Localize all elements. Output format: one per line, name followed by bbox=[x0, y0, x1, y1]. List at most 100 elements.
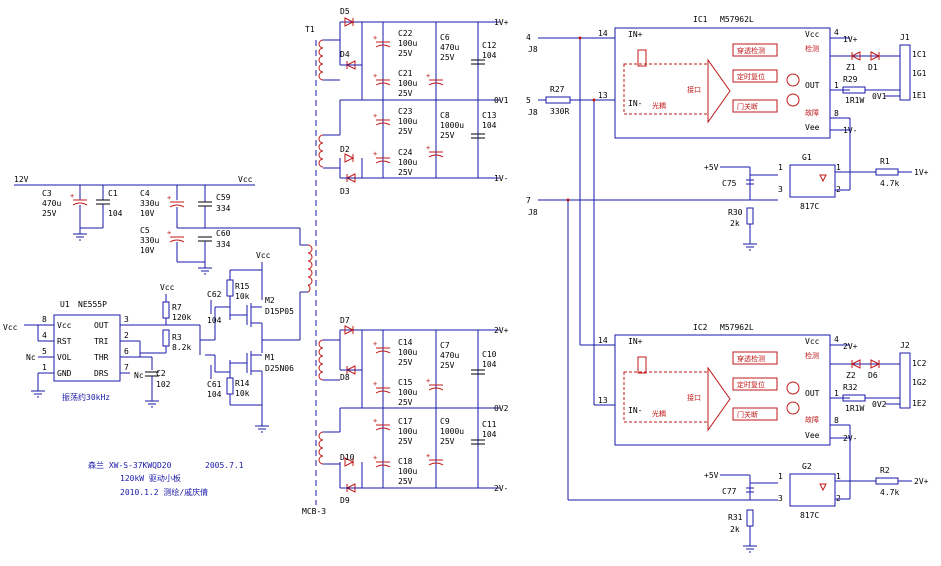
svg-text:R3: R3 bbox=[172, 333, 182, 342]
svg-text:1: 1 bbox=[834, 389, 839, 398]
svg-text:10V: 10V bbox=[140, 246, 155, 255]
u1-ref: U1 bbox=[60, 300, 70, 309]
svg-text:10V: 10V bbox=[140, 209, 155, 218]
gate-network-2: Z2 D6 R32 1R1W 0V2 J2 1C2 1G2 1E2 bbox=[830, 341, 927, 413]
svg-text:C59: C59 bbox=[216, 193, 231, 202]
svg-text:C22: C22 bbox=[398, 29, 413, 38]
svg-text:DRS: DRS bbox=[94, 369, 109, 378]
svg-text:C2: C2 bbox=[156, 369, 166, 378]
svg-text:J8: J8 bbox=[528, 45, 538, 54]
svg-text:1R1W: 1R1W bbox=[845, 404, 864, 413]
svg-text:C15: C15 bbox=[398, 378, 413, 387]
ground-symbol bbox=[144, 394, 160, 408]
svg-text:817C: 817C bbox=[800, 202, 819, 211]
svg-text:1000u: 1000u bbox=[440, 427, 464, 436]
resistor-r3: R3 8.2k bbox=[140, 329, 191, 354]
svg-text:D10: D10 bbox=[340, 453, 355, 462]
svg-text:IN-: IN- bbox=[628, 406, 642, 415]
svg-text:2: 2 bbox=[124, 331, 129, 340]
svg-text:G1: G1 bbox=[802, 153, 812, 162]
svg-text:C1: C1 bbox=[108, 189, 118, 198]
svg-text:104: 104 bbox=[482, 51, 497, 60]
svg-text:8: 8 bbox=[42, 315, 47, 324]
svg-text:D9: D9 bbox=[340, 496, 350, 505]
svg-text:C24: C24 bbox=[398, 148, 413, 157]
svg-text:120k: 120k bbox=[172, 313, 191, 322]
svg-text:D7: D7 bbox=[340, 316, 350, 325]
svg-text:IN-: IN- bbox=[628, 99, 642, 108]
rail-vcc: Vcc bbox=[238, 175, 253, 184]
svg-text:D6: D6 bbox=[868, 371, 878, 380]
capacitor-c3: C3 470u 25V bbox=[42, 185, 88, 228]
svg-text:1E2: 1E2 bbox=[912, 399, 927, 408]
svg-text:C4: C4 bbox=[140, 189, 150, 198]
svg-text:穿透检测: 穿透检测 bbox=[737, 354, 765, 363]
svg-text:7: 7 bbox=[526, 196, 531, 205]
svg-text:D3: D3 bbox=[340, 187, 350, 196]
svg-text:C17: C17 bbox=[398, 417, 413, 426]
svg-text:检测: 检测 bbox=[805, 44, 819, 53]
svg-text:1: 1 bbox=[778, 163, 783, 172]
capacitor-c2: C2 102 bbox=[140, 356, 171, 395]
svg-text:Z1: Z1 bbox=[846, 63, 856, 72]
svg-text:334: 334 bbox=[216, 204, 231, 213]
nc-label: Nc bbox=[134, 371, 144, 380]
svg-text:C13: C13 bbox=[482, 111, 497, 120]
svg-text:13: 13 bbox=[598, 396, 608, 405]
ic2-m57962l: IC2 M57962L 14 13 IN+ IN- Vcc 检测 OUT 故障 … bbox=[598, 323, 858, 446]
nc-label: Nc bbox=[26, 353, 36, 362]
ground-symbol bbox=[72, 227, 88, 241]
svg-text:R30: R30 bbox=[728, 208, 743, 217]
svg-text:+5V: +5V bbox=[704, 163, 719, 172]
svg-text:6: 6 bbox=[124, 347, 129, 356]
svg-text:100u: 100u bbox=[398, 467, 417, 476]
svg-text:25V: 25V bbox=[398, 358, 413, 367]
svg-text:Vcc: Vcc bbox=[256, 251, 271, 260]
svg-text:1: 1 bbox=[836, 472, 841, 481]
svg-text:OUT: OUT bbox=[805, 81, 820, 90]
capacitor-c61: C61 104 bbox=[205, 354, 230, 399]
capacitor-c1: C1 104 bbox=[80, 185, 123, 229]
svg-text:门关断: 门关断 bbox=[737, 102, 758, 111]
svg-text:13: 13 bbox=[598, 91, 608, 100]
svg-text:1: 1 bbox=[42, 363, 47, 372]
svg-text:定时复位: 定时复位 bbox=[737, 72, 765, 81]
mosfet-m2: Vcc M2 D15P05 bbox=[230, 251, 294, 340]
svg-text:3: 3 bbox=[124, 315, 129, 324]
svg-text:C12: C12 bbox=[482, 41, 497, 50]
svg-text:光耦: 光耦 bbox=[652, 101, 666, 110]
svg-text:25V: 25V bbox=[398, 398, 413, 407]
resistor-r7: Vcc R7 120k bbox=[160, 283, 191, 325]
resistor-r15: R15 10k bbox=[226, 269, 262, 320]
svg-text:8.2k: 8.2k bbox=[172, 343, 191, 352]
svg-text:C11: C11 bbox=[482, 420, 497, 429]
ne555-u1: U1 NE555P Vcc RST VOL GND OUT TRI THR DR… bbox=[24, 300, 141, 402]
svg-text:120kW 驱动小板: 120kW 驱动小板 bbox=[120, 473, 181, 483]
svg-text:100u: 100u bbox=[398, 348, 417, 357]
resistor-r14: R14 10k bbox=[226, 360, 262, 406]
svg-text:D5: D5 bbox=[340, 7, 350, 16]
svg-text:102: 102 bbox=[156, 380, 171, 389]
svg-text:25V: 25V bbox=[440, 131, 455, 140]
svg-text:5: 5 bbox=[526, 96, 531, 105]
svg-text:4: 4 bbox=[42, 331, 47, 340]
svg-text:25V: 25V bbox=[398, 49, 413, 58]
svg-text:M57962L: M57962L bbox=[720, 323, 754, 332]
svg-text:故障: 故障 bbox=[805, 415, 819, 424]
svg-text:104: 104 bbox=[207, 316, 222, 325]
svg-text:25V: 25V bbox=[398, 437, 413, 446]
rail-12v: 12V bbox=[14, 175, 29, 184]
svg-text:光耦: 光耦 bbox=[652, 409, 666, 418]
svg-text:OUT: OUT bbox=[805, 389, 820, 398]
svg-text:接口: 接口 bbox=[687, 393, 701, 402]
svg-text:T1: T1 bbox=[305, 25, 315, 34]
ground-symbol bbox=[197, 261, 213, 275]
svg-text:C62: C62 bbox=[207, 290, 222, 299]
ground-symbol bbox=[742, 539, 758, 553]
svg-text:D25N06: D25N06 bbox=[265, 364, 294, 373]
svg-text:4.7k: 4.7k bbox=[880, 179, 899, 188]
svg-text:100u: 100u bbox=[398, 158, 417, 167]
svg-text:1C1: 1C1 bbox=[912, 50, 927, 59]
svg-text:R32: R32 bbox=[843, 383, 858, 392]
svg-text:104: 104 bbox=[108, 209, 123, 218]
